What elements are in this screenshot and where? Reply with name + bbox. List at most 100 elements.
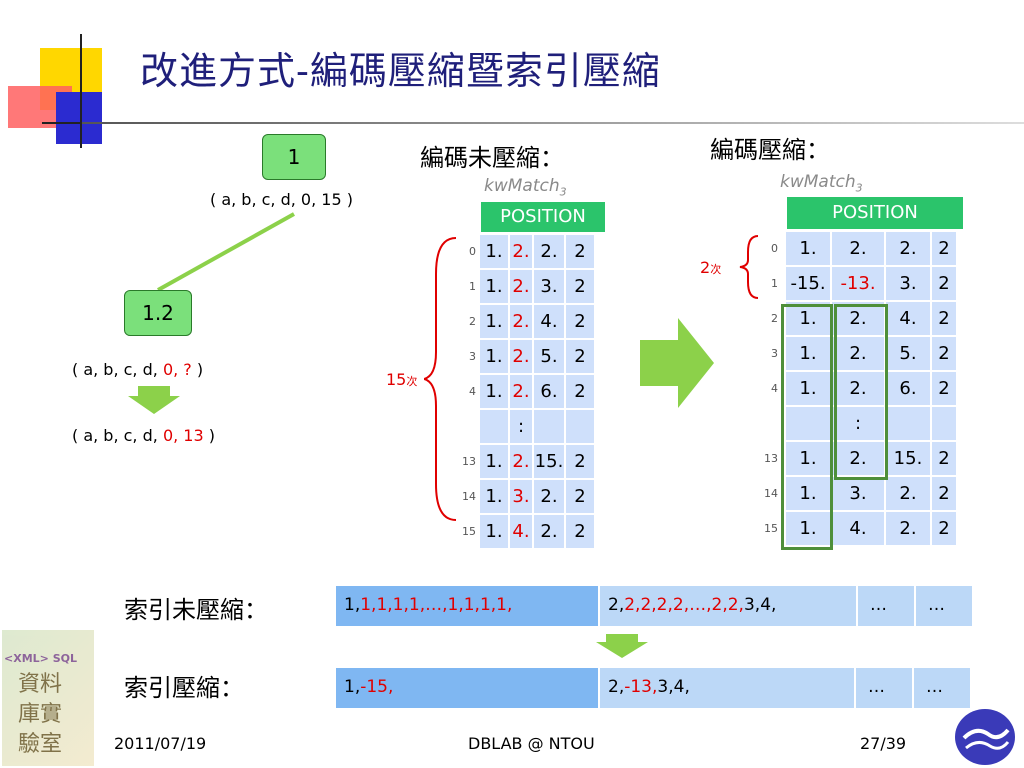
row-index: 2 (469, 314, 476, 328)
table-cell: 2 (932, 442, 956, 475)
table-cell: 3. (534, 270, 564, 303)
row-index: 3 (771, 346, 778, 360)
index-uncompressed-seg3: … (858, 586, 914, 626)
table-cell: 1. (786, 337, 830, 370)
row-index: 0 (771, 241, 778, 255)
table-row: 1.2.5.2 (786, 337, 956, 370)
table-row: 1.4.2.2 (480, 515, 594, 548)
index-uncompressed-seg1: 1,1,1,1,1,…,1,1,1,1, (336, 586, 598, 626)
table-cell: 1. (480, 305, 508, 338)
table-cell: 2 (566, 270, 594, 303)
index-compressed-label: 索引壓縮： (124, 674, 244, 702)
compressed-count: 2次 (700, 258, 722, 277)
table-cell: 1. (786, 512, 830, 545)
university-logo-icon (955, 709, 1015, 765)
table-cell: 2. (510, 445, 532, 478)
index-uncompressed-seg2: 2,2,2,2,2,…,2,2,3,4, (600, 586, 856, 626)
table-cell: 2 (932, 372, 956, 405)
table-cell: 2 (566, 340, 594, 373)
table-cell: 2. (832, 302, 884, 335)
table-cell: 4. (510, 515, 532, 548)
table-cell: 1. (786, 442, 830, 475)
table-cell: 2. (832, 372, 884, 405)
table-cell: 2. (534, 235, 564, 268)
footer-page: 27/39 (860, 734, 907, 753)
table-cell: 2 (932, 477, 956, 510)
down-arrow-icon (128, 386, 180, 414)
table-cell: 1. (480, 340, 508, 373)
table-row: : (480, 410, 594, 443)
table-cell: 2 (566, 480, 594, 513)
table-cell: 2. (886, 232, 930, 265)
result-tuple: ( a, b, c, d, 0, 13 ) (72, 426, 215, 445)
table-cell: 2. (832, 337, 884, 370)
table-row: 1.2.15.2 (786, 442, 956, 475)
table-cell: 2 (566, 515, 594, 548)
table-row: 1.2.2.2 (786, 232, 956, 265)
table-row: : (786, 407, 956, 440)
uncompressed-brace (424, 237, 457, 521)
row-index: 13 (462, 454, 476, 468)
slide-title: 改進方式-編碼壓縮暨索引壓縮 (140, 49, 661, 93)
table-cell: 4. (832, 512, 884, 545)
table-row: 1.2.3.2 (480, 270, 594, 303)
table-cell: 2. (832, 232, 884, 265)
uncompressed-heading: 編碼未壓縮： (420, 144, 564, 172)
table-cell: 1. (786, 477, 830, 510)
table-cell: 2. (510, 235, 532, 268)
compressed-brace (739, 235, 759, 299)
table-cell: 2. (886, 512, 930, 545)
table-cell: 1. (786, 372, 830, 405)
table-row: -15.-13.3.2 (786, 267, 956, 300)
row-index: 0 (469, 244, 476, 258)
corner-decoration (0, 0, 140, 150)
table-row: 1.2.4.2 (480, 305, 594, 338)
compressed-position-header: POSITION (786, 196, 964, 230)
row-index: 3 (469, 349, 476, 363)
compressed-highlight-col2 (834, 304, 888, 480)
table-cell: 2 (932, 302, 956, 335)
table-row: 1.4.2.2 (786, 512, 956, 545)
table-cell: 2. (886, 477, 930, 510)
index-down-arrow-icon (596, 634, 648, 658)
uncompressed-count: 15次 (386, 370, 418, 389)
tree-node-child: 1.2 (124, 290, 192, 336)
table-cell: 5. (886, 337, 930, 370)
footer-date: 2011/07/19 (114, 734, 207, 753)
table-cell: 2 (566, 375, 594, 408)
index-compressed-seg1: 1,-15, (336, 668, 598, 708)
table-cell: 1. (480, 235, 508, 268)
index-uncompressed-label: 索引未壓縮： (124, 596, 268, 624)
table-cell: 4. (886, 302, 930, 335)
table-cell: 1. (480, 515, 508, 548)
table-cell: 2. (510, 270, 532, 303)
row-index: 14 (764, 486, 778, 500)
table-cell: 2. (534, 515, 564, 548)
table-cell: 15. (886, 442, 930, 475)
table-cell: 2. (510, 340, 532, 373)
index-uncompressed-seg4: … (916, 586, 972, 626)
table-cell: 1. (480, 375, 508, 408)
compressed-highlight-col1 (781, 304, 833, 550)
table-cell: : (510, 410, 532, 443)
table-cell (534, 410, 564, 443)
table-row: 1.3.2.2 (786, 477, 956, 510)
title-underline (82, 122, 1024, 124)
table-cell: 2 (932, 512, 956, 545)
row-index: 1 (469, 279, 476, 293)
table-cell: 4. (534, 305, 564, 338)
table-cell (786, 407, 830, 440)
row-index: 14 (462, 489, 476, 503)
lab-logo-tags: <XML> SQL (4, 652, 77, 665)
table-row: 1.2.6.2 (786, 372, 956, 405)
child-tuple: ( a, b, c, d, 0, ? ) (72, 360, 204, 379)
table-cell: 1. (480, 270, 508, 303)
table-cell: -13. (832, 267, 884, 300)
row-index: 15 (462, 524, 476, 538)
table-cell: 1. (786, 302, 830, 335)
table-cell (886, 407, 930, 440)
table-cell: 2 (566, 235, 594, 268)
uncompressed-position-header: POSITION (480, 201, 606, 233)
